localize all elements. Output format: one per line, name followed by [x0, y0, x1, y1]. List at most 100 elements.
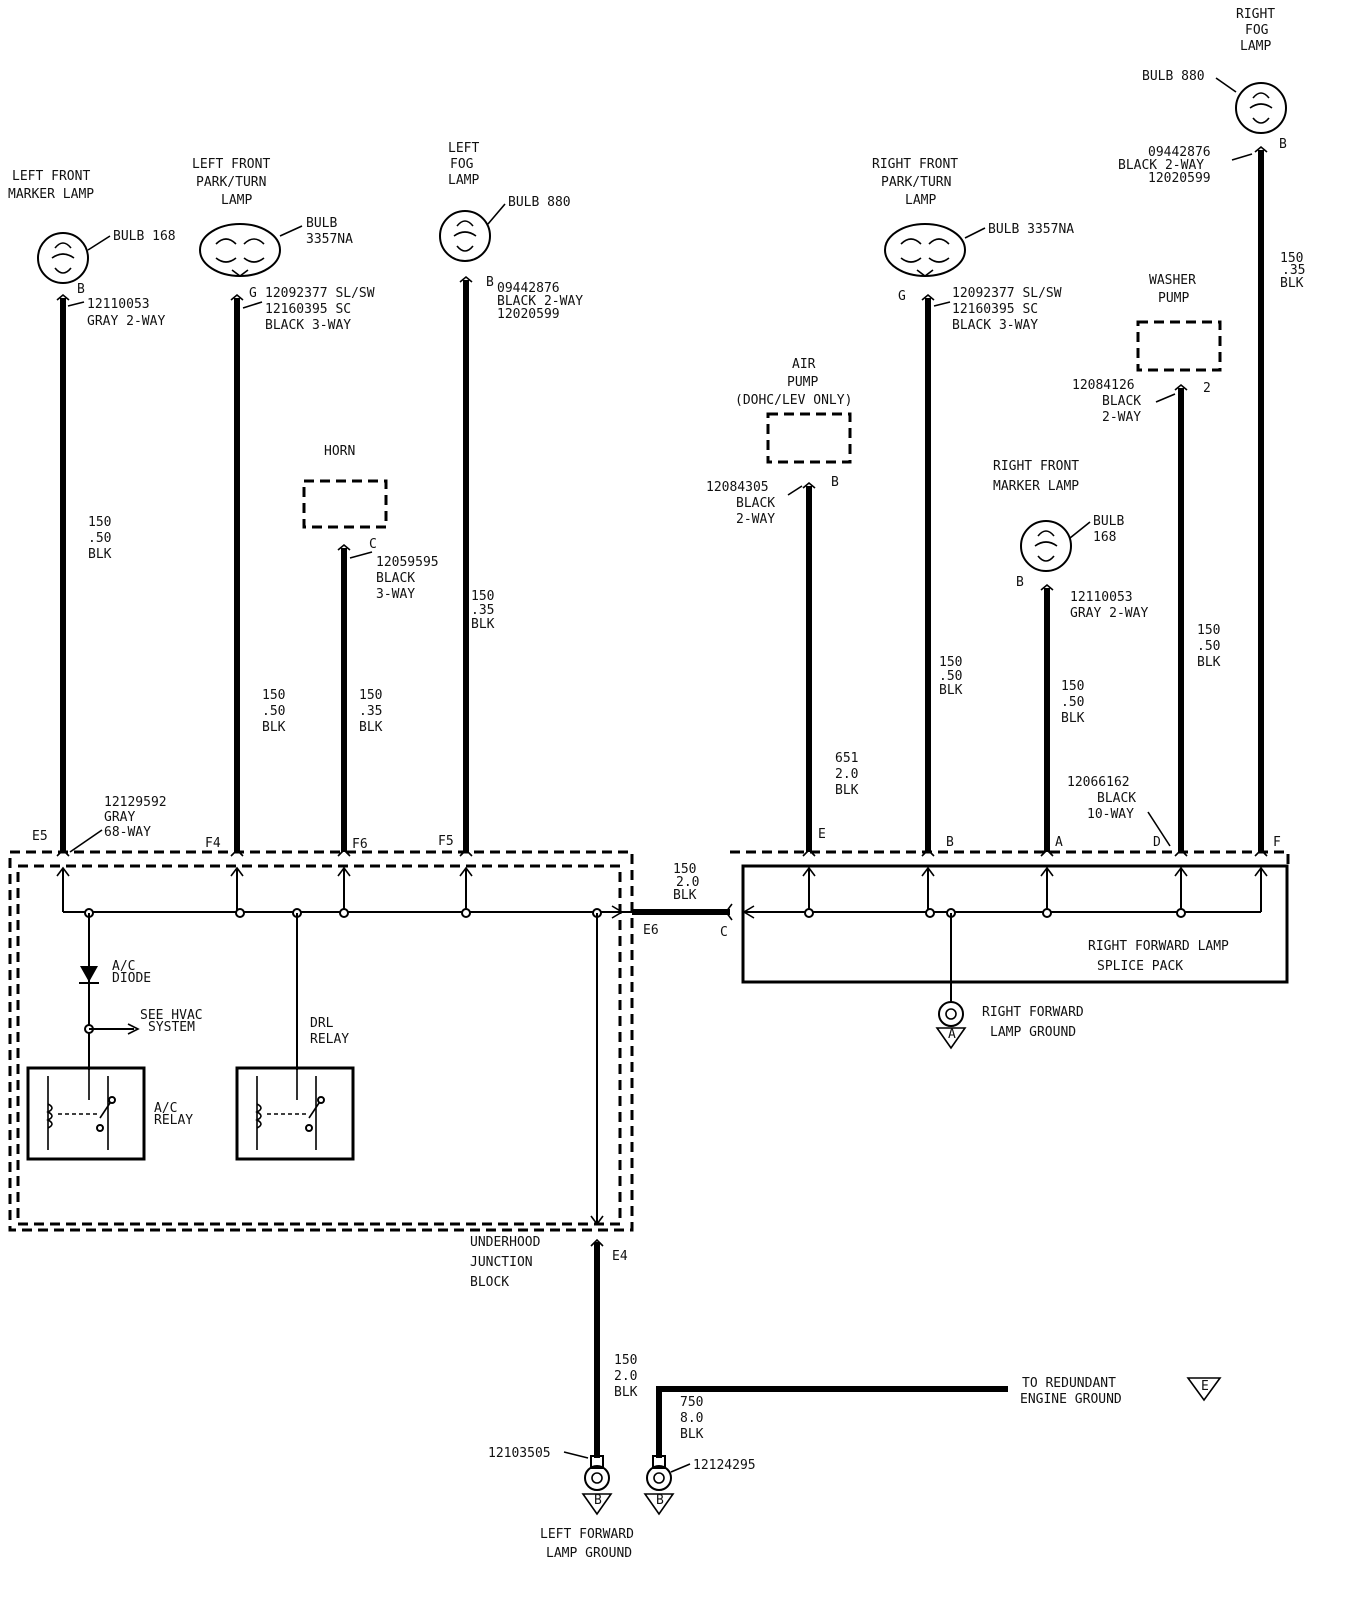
lf-fog-bulb-label: BULB 880	[508, 195, 571, 210]
rf-park-wire-2: .50	[939, 669, 962, 684]
lf-park-wire-2: .50	[262, 704, 285, 719]
right-fog-lamp: RIGHT FOG LAMP BULB 880 B 09442876 BLACK…	[1118, 7, 1305, 852]
air-pump-conn-3: 2-WAY	[736, 512, 775, 527]
lf-marker-wire-3: BLK	[88, 547, 112, 562]
horn-pin: C	[369, 537, 377, 552]
engine-ground-conn: 12124295	[693, 1458, 756, 1473]
right-ground-terminal-icon	[938, 1001, 964, 1027]
horn-cavity: F6	[352, 837, 368, 852]
ground-wire-1: 150	[614, 1353, 637, 1368]
right-ground-label-1: RIGHT FORWARD	[982, 1005, 1084, 1020]
rf-marker-conn-2: GRAY 2-WAY	[1070, 606, 1148, 621]
rf-marker-conn-1: 12110053	[1070, 590, 1133, 605]
splice-conn-3: 10-WAY	[1087, 807, 1134, 822]
junction-conn-1: 12129592	[104, 795, 167, 810]
lf-fog-title-1: LEFT	[448, 141, 479, 156]
splice-pack-outline	[741, 864, 1289, 984]
lf-fog-conn-3: 12020599	[497, 307, 560, 322]
ac-diode-label-1: A/C	[112, 959, 135, 974]
rf-park-bulb-label: BULB 3357NA	[988, 222, 1074, 237]
rf-marker-cavity: A	[1055, 835, 1063, 850]
redundant-ground-tag: E	[1201, 1379, 1209, 1394]
rf-marker-wire-3: BLK	[1061, 711, 1085, 726]
air-pump-cavity: E	[818, 827, 826, 842]
rf-park-pin: G	[898, 289, 906, 304]
washer-wire-1: 150	[1197, 623, 1220, 638]
rf-park-title-1: RIGHT FRONT	[872, 157, 958, 172]
lf-park-pin: G	[249, 286, 257, 301]
rf-fog-wire-1: 150	[1280, 251, 1303, 266]
engine-wire-3: BLK	[680, 1427, 704, 1442]
horn-wire-2: .35	[359, 704, 382, 719]
lf-fog-wire-3: BLK	[471, 617, 495, 632]
lf-park-wire-3: BLK	[262, 720, 286, 735]
lf-park-bulb-label-1: BULB	[306, 216, 337, 231]
horn-conn-2: BLACK	[376, 571, 415, 586]
washer-title-2: PUMP	[1158, 291, 1189, 306]
left-ground-icon	[581, 1493, 613, 1516]
washer-conn-3: 2-WAY	[1102, 410, 1141, 425]
lf-marker-conn-2: GRAY 2-WAY	[87, 314, 165, 329]
ac-diode-label-2: DIODE	[112, 971, 151, 986]
underhood-junction-block: 12129592 GRAY 68-WAY A/C DIODE SEE HVAC …	[8, 795, 659, 1290]
rf-fog-wire-2: .35	[1282, 263, 1305, 278]
junction-ground-cavity: E4	[612, 1249, 628, 1264]
lf-marker-conn-1: 12110053	[87, 297, 150, 312]
drl-relay	[235, 1066, 355, 1161]
right-ground-icon	[935, 1027, 967, 1050]
ac-relay-label-1: A/C	[154, 1101, 177, 1116]
right-front-marker-lamp: RIGHT FRONT MARKER LAMP BULB 168 B 12110…	[993, 459, 1148, 852]
lf-fog-cavity: F5	[438, 834, 454, 849]
lf-park-conn-2: 12160395 SC	[265, 302, 351, 317]
lf-marker-title-1: LEFT FRONT	[12, 169, 90, 184]
horn-title: HORN	[324, 444, 355, 459]
rf-fog-wire-3: BLK	[1280, 276, 1304, 291]
link-in-pin: C	[720, 925, 728, 940]
horn-wire-3: BLK	[359, 720, 383, 735]
lf-marker-cavity: E5	[32, 829, 48, 844]
air-pump-conn-2: BLACK	[736, 496, 775, 511]
rf-park-bulb-icon	[884, 223, 966, 277]
rf-marker-pin: B	[1016, 575, 1024, 590]
air-pump-title-1: AIR	[792, 357, 816, 372]
left-front-marker-lamp: LEFT FRONT MARKER LAMP BULB 168 B 121100…	[8, 169, 176, 852]
lf-fog-title-3: LAMP	[448, 173, 479, 188]
hvac-label-1: SEE HVAC	[140, 1008, 203, 1023]
rf-park-title-3: LAMP	[905, 193, 936, 208]
rf-park-conn-3: BLACK 3-WAY	[952, 318, 1038, 333]
rf-marker-title-2: MARKER LAMP	[993, 479, 1079, 494]
lf-fog-conn-2: BLACK 2-WAY	[497, 294, 583, 309]
left-ground-label-2: LAMP GROUND	[546, 1546, 632, 1561]
engine-wire-1: 750	[680, 1395, 703, 1410]
junction-title-1: UNDERHOOD	[470, 1235, 541, 1250]
lf-fog-wire-2: .35	[471, 603, 494, 618]
link-wire-2: 2.0	[676, 875, 699, 890]
rf-fog-conn-3: 12020599	[1148, 171, 1211, 186]
junction-title-2: JUNCTION	[470, 1255, 533, 1270]
air-pump: AIR PUMP (DOHC/LEV ONLY) B 12084305 BLAC…	[706, 357, 859, 852]
horn-conn-1: 12059595	[376, 555, 439, 570]
washer-wire-3: BLK	[1197, 655, 1221, 670]
air-pump-title-3: (DOHC/LEV ONLY)	[735, 393, 852, 408]
link-wire-3: BLK	[673, 888, 697, 903]
hvac-arrow-icon	[127, 1023, 140, 1035]
ground-wire-3: BLK	[614, 1385, 638, 1400]
washer-pump: WASHER PUMP 2 12084126 BLACK 2-WAY 150 .…	[1067, 273, 1222, 852]
splice-conn-1: 12066162	[1067, 775, 1130, 790]
lf-marker-bulb-icon	[37, 232, 89, 284]
engine-wire-2: 8.0	[680, 1411, 703, 1426]
air-pump-title-2: PUMP	[787, 375, 818, 390]
rf-fog-bulb-label: BULB 880	[1142, 69, 1205, 84]
junction-conn-2: GRAY	[104, 810, 135, 825]
rf-park-title-2: PARK/TURN	[881, 175, 951, 190]
air-pump-conn-1: 12084305	[706, 480, 769, 495]
right-front-park-turn-lamp: RIGHT FRONT PARK/TURN LAMP BULB 3357NA G…	[872, 157, 1074, 852]
ground-wire-2: 2.0	[614, 1369, 637, 1384]
washer-wire-2: .50	[1197, 639, 1220, 654]
rf-fog-conn-1: 09442876	[1148, 145, 1211, 160]
splice-conn-2: BLACK	[1097, 791, 1136, 806]
horn-conn-3: 3-WAY	[376, 587, 415, 602]
lf-fog-bulb-icon	[439, 210, 491, 262]
lf-park-wire-1: 150	[262, 688, 285, 703]
